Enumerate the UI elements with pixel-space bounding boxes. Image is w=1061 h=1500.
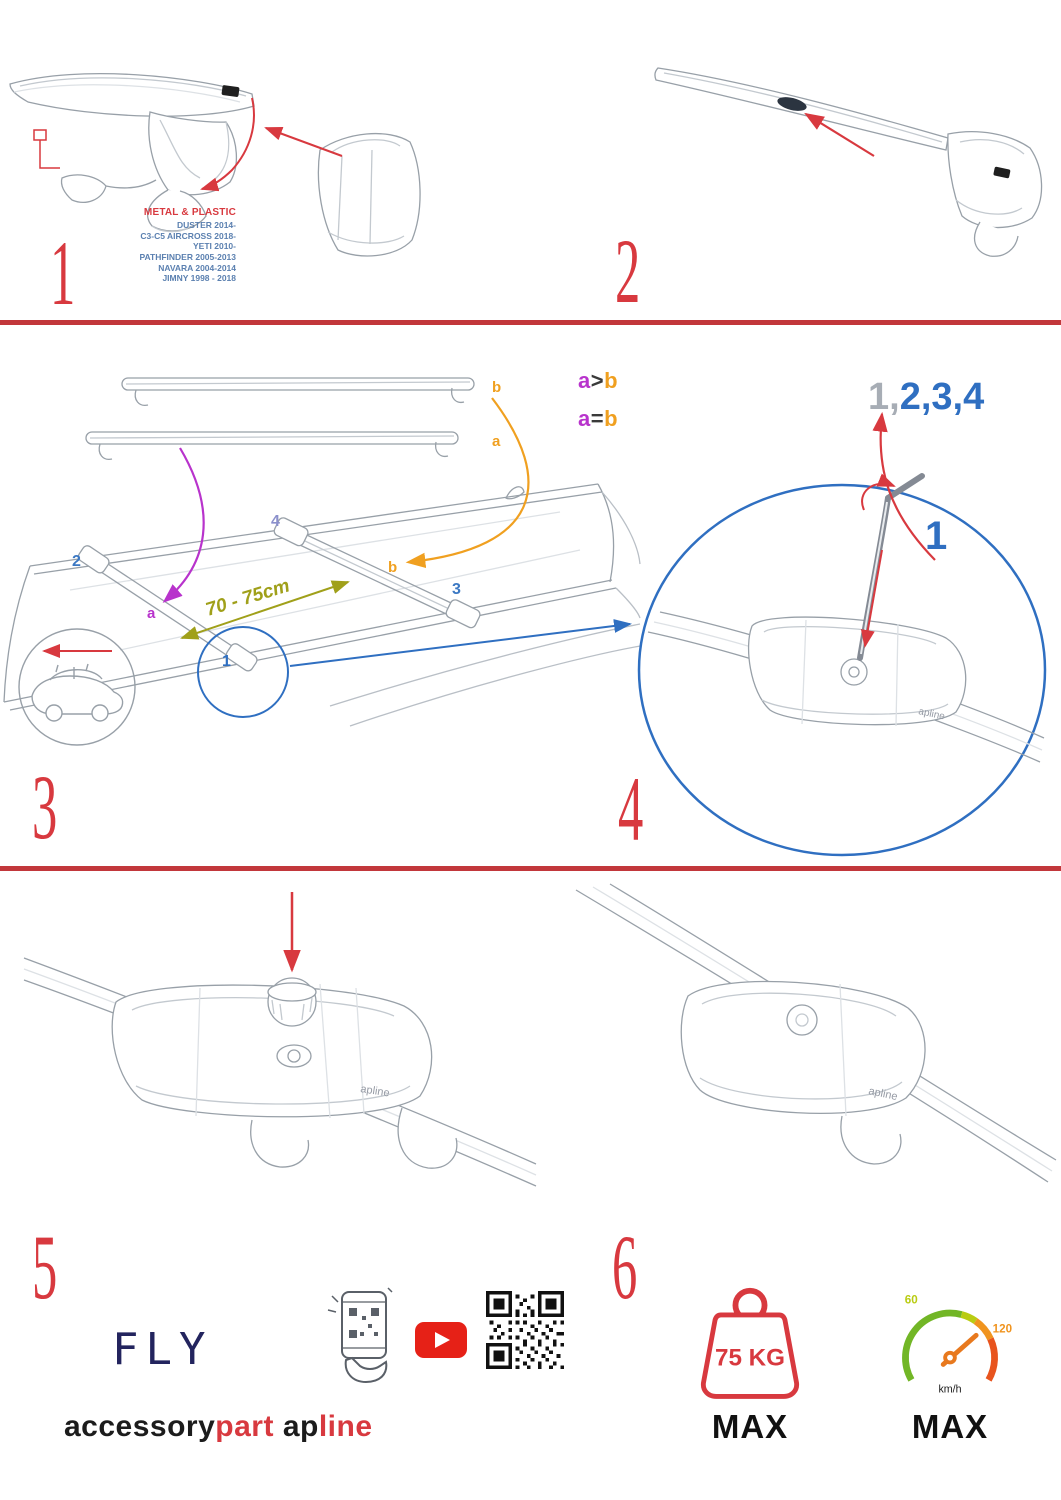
car-direction-inset [18,628,136,746]
bar-end-line-art [9,72,421,257]
max-weight-icon: 75 KG [700,1287,800,1399]
formula-a: a [578,406,591,431]
materials-and-compatibility: METAL & PLASTIC DUSTER 2014- C3-C5 AIRCR… [88,207,236,284]
material-label: METAL & PLASTIC [143,207,236,218]
sequence-callout-arrow [872,411,936,561]
brand-part: part [215,1410,274,1443]
formula-op: = [590,406,605,431]
clamp-logo: apline [867,1085,898,1103]
bar-a-position-curve [162,447,205,603]
product-name: FLY [112,1324,213,1375]
brand-badge-on-bar [221,85,240,97]
brand-accessory: accessory [64,1410,216,1443]
sequence-first: 1, [868,376,900,418]
step1-red-arrows [33,97,343,192]
speed-high-label: 120 [993,1322,1012,1335]
step-number-3: 3 [32,756,58,858]
step1-clamp-illustration [9,72,421,257]
step-number-5: 5 [32,1216,58,1318]
model-line: PATHFINDER 2005-2013 [139,251,236,262]
rotate-arrow [861,473,896,511]
speed-unit-label: km/h [938,1384,961,1396]
model-line: NAVARA 2004-2014 [158,262,236,273]
bar-b-position-curve [405,397,530,568]
roof-label-1: 1 [222,653,231,670]
clamp-detail-line-art [647,611,1045,763]
tightening-sequence: 1,2,3,4 [868,376,984,419]
formula-a-equals-b: a=b [578,406,618,432]
qr-code [486,1291,564,1369]
step-number-2: 2 [615,220,641,322]
clamp-knob-line-art [23,957,537,1187]
sequence-rest: 2,3,4 [899,376,985,418]
brand-line: line [318,1410,373,1443]
step-number-6: 6 [612,1216,638,1318]
speed-max-label: MAX [911,1408,989,1445]
section-divider-bottom [0,866,1061,871]
formula-a-greater-b: a>b [578,368,618,394]
model-line: YETI 2010- [193,241,236,252]
step6-mounted-clamp-illustration: apline [575,883,1057,1183]
roof-and-bars-line-art [3,377,641,727]
allen-key-arm [885,473,925,501]
scan-phone-icon [327,1287,393,1384]
mounted-clamp-line-art [575,883,1057,1183]
max-speed-icon: 60 120 km/h [902,1293,1012,1396]
clamp-logo: apline [360,1083,391,1099]
youtube-icon [415,1322,467,1358]
step2-red-arrow [804,112,875,157]
weight-max-label: MAX [711,1408,789,1445]
clamp-highlight-circle [197,626,289,718]
formula-b: b [604,406,619,431]
detail-magnifier-ellipse [637,483,1047,857]
step-number-4: 4 [618,758,644,860]
step2-bar-insert-illustration [654,67,1043,257]
brand-badge-on-foot [993,166,1011,179]
formula-a: a [578,368,591,393]
distance-dimension-arrow [180,580,350,640]
formula-op: > [590,368,605,393]
section-divider-top [0,320,1061,325]
roof-label-4: 4 [271,513,280,530]
formula-b: b [604,368,619,393]
brand-ap: ap [282,1410,319,1443]
bar-blade-line-art [654,67,1043,257]
weight-limit-value: 75 KG [715,1344,785,1371]
roof-label-b: b [388,559,397,576]
press-down-arrow [860,549,883,648]
bar-label-b: b [492,379,501,396]
step-number-1: 1 [50,222,76,324]
roof-label-2: 2 [72,553,81,570]
model-line: DUSTER 2014- [176,220,236,230]
roof-label-a: a [147,605,156,622]
distance-label: 70 - 75cm [203,575,292,620]
model-line: JIMNY 1998 - 2018 [162,273,236,284]
step4-tightening-detail: apline [637,411,1047,857]
roof-label-3: 3 [452,581,461,598]
detail-callout-arrow [289,619,632,667]
brand-wordmark: accessorypart apline [64,1410,373,1444]
knob-number-callout: 1 [925,514,948,558]
bar-label-a: a [492,433,501,450]
step5-knob-press-illustration: apline [23,892,537,1187]
model-line: C3-C5 AIRCROSS 2018- [140,230,236,241]
step3-roof-diagram: 70 - 75cm 2 4 3 b a 1 b a [3,377,641,746]
speed-low-label: 60 [905,1293,918,1306]
